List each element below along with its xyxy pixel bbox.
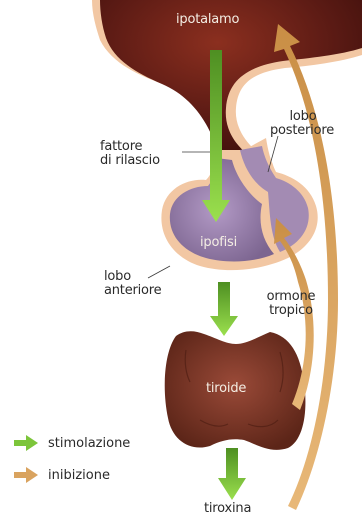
label-ormone-line2: tropico	[256, 304, 326, 318]
legend-label-stimolazione: stimolazione	[48, 436, 130, 451]
legend-label-inibizione: inibizione	[48, 468, 110, 483]
label-fattore-line2: di rilascio	[100, 154, 160, 168]
label-lobo-anteriore-line1: lobo	[104, 270, 131, 284]
label-ipofisi: ipofisi	[200, 236, 237, 250]
label-lobo-posteriore-line1: lobo	[268, 110, 338, 124]
label-lobo-posteriore-line2: posteriore	[262, 124, 342, 138]
label-tiroxina: tiroxina	[204, 502, 251, 516]
label-tiroide: tiroide	[206, 382, 246, 396]
label-ormone-line1: ormone	[256, 290, 326, 304]
label-ipotalamo: ipotalamo	[176, 13, 239, 27]
tan-arrow-icon	[12, 465, 40, 485]
label-lobo-anteriore-line2: anteriore	[104, 284, 161, 298]
arrow-thyroid-to-tiroxina	[218, 448, 246, 500]
legend-inibizione: inibizione	[12, 465, 110, 485]
label-fattore-line1: fattore	[100, 140, 142, 154]
arrow-pituitary-to-thyroid	[210, 282, 238, 336]
pituitary-gland	[161, 138, 317, 270]
leader-lobo-anteriore	[148, 266, 170, 278]
green-arrow-icon	[12, 433, 40, 453]
legend-stimolazione: stimolazione	[12, 433, 130, 453]
